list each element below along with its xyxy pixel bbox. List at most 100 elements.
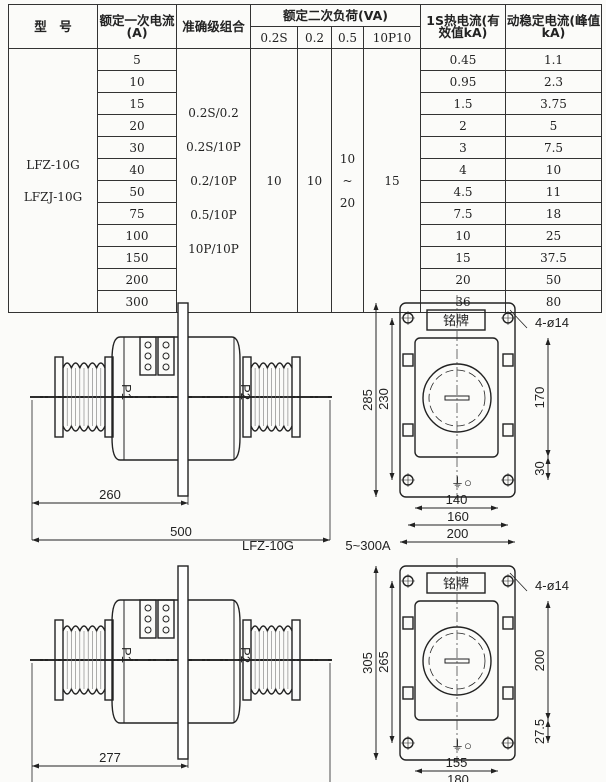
terminal-box xyxy=(139,336,157,376)
dim-hole-height-label: 230 xyxy=(376,388,391,410)
mounting-flange xyxy=(177,302,189,497)
nameplate-label: 铭牌 xyxy=(443,313,469,328)
terminal-screw-icon xyxy=(144,615,152,623)
load-0.5-cell: 10~20 xyxy=(331,48,364,313)
nameplate xyxy=(426,309,486,331)
dim-inner-height-label: 170 xyxy=(532,387,547,409)
clamp-bolt-icon xyxy=(402,353,414,367)
terminal-screw-icon xyxy=(162,626,170,634)
nameplate-label: 铭牌 xyxy=(443,576,469,591)
right-bellows-end xyxy=(291,619,301,701)
header-dynamic: 动稳定电流(峰值kA) xyxy=(505,4,602,49)
left-bellows-folds xyxy=(62,625,106,695)
model-cell: LFZ-10G LFZJ-10G xyxy=(8,48,98,313)
hole-leader xyxy=(509,572,528,592)
terminal-screw-icon xyxy=(162,341,170,349)
holes-label: 4-ø14 xyxy=(535,315,569,330)
spec-table: 型 号 额定一次电流(A) 准确级组合 额定二次负荷(VA) 1S热电流(有效值… xyxy=(8,4,602,313)
hole-leader xyxy=(509,309,528,329)
dim-hole-width-label: 180 xyxy=(447,772,469,782)
clamp-bolt-icon xyxy=(402,686,414,700)
terminal-box xyxy=(157,336,175,376)
left-bellows-end xyxy=(54,356,64,438)
terminal-screw-icon xyxy=(144,341,152,349)
dim-flange-label: 277 xyxy=(99,750,121,765)
accuracy-combo: 10P/10P xyxy=(188,241,239,256)
right-bellows-end xyxy=(242,619,252,701)
left-bellows-end xyxy=(104,356,114,438)
ground-symbol-icon: ⏚○ xyxy=(451,475,472,490)
dim-bottom-arrows xyxy=(545,720,551,743)
terminal-screw-icon xyxy=(162,615,170,623)
left-bellows-end xyxy=(54,619,64,701)
hole-crosshair xyxy=(401,574,415,588)
load-0.5-sep: ~ xyxy=(342,173,353,188)
terminal-box xyxy=(139,599,157,639)
accuracy-combo: 0.2S/0.2 xyxy=(188,105,239,120)
p1-label: P1 xyxy=(119,647,134,663)
dim-inner-width-label: 155 xyxy=(446,755,468,770)
dim-outer-height-label: 305 xyxy=(360,652,375,674)
rated-current-cell: 50 xyxy=(97,180,177,203)
dim-hole-width-label: 160 xyxy=(447,509,469,524)
dim-bottom-label: 30 xyxy=(532,461,547,475)
dim-hole-height-label: 265 xyxy=(376,651,391,673)
hole-crosshair xyxy=(501,473,515,487)
accuracy-combo: 0.2/10P xyxy=(190,173,237,188)
clamp-bolt-icon xyxy=(502,353,514,367)
dim-outer-height-label: 285 xyxy=(360,389,375,411)
left-bellows-end xyxy=(104,619,114,701)
p1-label: P1 xyxy=(119,384,134,400)
left-bellows-folds xyxy=(62,362,106,432)
terminal-screw-icon xyxy=(162,363,170,371)
load-10p10-cell: 15 xyxy=(363,48,421,313)
hole-crosshair xyxy=(501,574,515,588)
side-housing xyxy=(414,600,499,721)
accuracy-combo: 0.5/10P xyxy=(190,207,237,222)
side-plate xyxy=(399,565,516,761)
header-load-0.2s: 0.2S xyxy=(250,26,298,49)
model-lfz: LFZ-10G xyxy=(26,157,80,172)
dynamic-current-cell: 80 xyxy=(505,290,602,313)
side-housing xyxy=(414,337,499,458)
rated-current-cell: 150 xyxy=(97,246,177,269)
caption-model: LFZ-10G xyxy=(242,538,294,553)
transformer-body xyxy=(111,599,241,724)
ground-symbol-icon: ⏚○ xyxy=(451,738,472,753)
clamp-bolt-icon xyxy=(402,616,414,630)
mounting-flange xyxy=(177,565,189,760)
hole-crosshair xyxy=(401,311,415,325)
terminal-screw-icon xyxy=(144,363,152,371)
right-bellows-folds xyxy=(250,362,293,432)
terminal-screw-icon xyxy=(162,352,170,360)
terminal-screw-icon xyxy=(144,604,152,612)
clamp-bolt-icon xyxy=(502,423,514,437)
terminal-screw-icon xyxy=(144,352,152,360)
right-bellows-end xyxy=(291,356,301,438)
header-accuracy: 准确级组合 xyxy=(176,4,251,49)
dynamic-current-cell: 50 xyxy=(505,268,602,291)
header-thermal: 1S热电流(有效值kA) xyxy=(420,4,506,49)
drawing-1: P1P2277530铭牌⏚○4-ø1430526520027.515518022… xyxy=(30,558,569,782)
right-bellows-folds xyxy=(250,625,293,695)
hole-crosshair xyxy=(401,736,415,750)
terminal-screw-icon xyxy=(144,626,152,634)
clamp-bolt-icon xyxy=(502,686,514,700)
hole-crosshair xyxy=(501,736,515,750)
dim-inner-height-label: 200 xyxy=(532,650,547,672)
load-0.5-max: 20 xyxy=(339,195,356,210)
hole-crosshair xyxy=(501,311,515,325)
accuracy-cell: 0.2S/0.2 0.2S/10P 0.2/10P 0.5/10P 10P/10P xyxy=(176,48,251,313)
accuracy-combo: 0.2S/10P xyxy=(186,139,241,154)
header-model: 型 号 xyxy=(8,4,98,49)
rated-current-cell: 300 xyxy=(97,290,177,313)
model-lfzj: LFZJ-10G xyxy=(23,189,83,204)
header-load-10p10: 10P10 xyxy=(363,26,421,49)
